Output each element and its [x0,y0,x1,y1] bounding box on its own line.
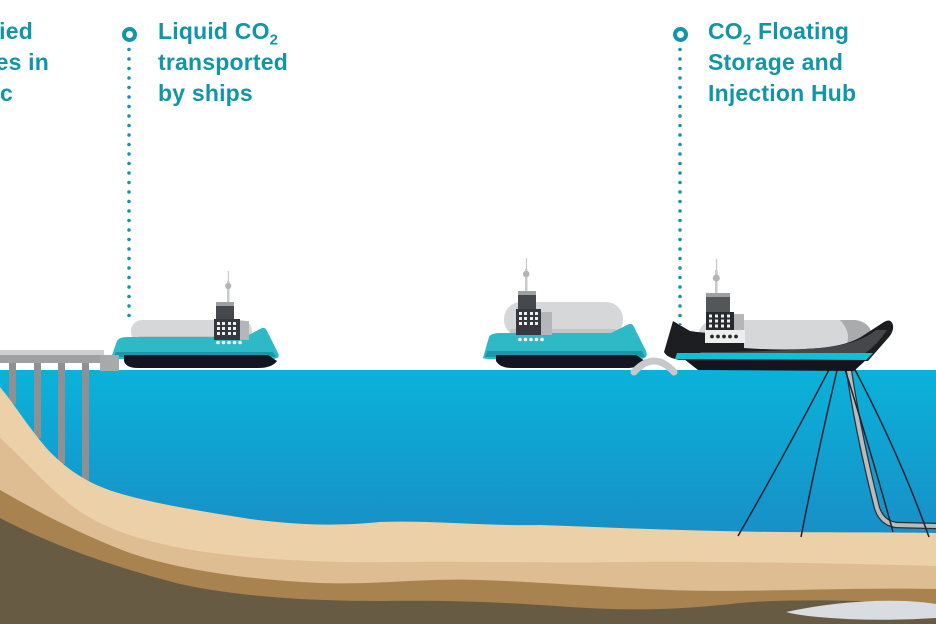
seabed [0,387,936,624]
hub-label-line2: Storage and [708,49,844,75]
antenna-icon [227,271,229,282]
shipping-label-line1: Liquid CO2 [158,18,279,49]
waterline-stripe [675,353,873,361]
source-label-line2: es in [0,49,49,75]
funnel [216,306,234,320]
antenna-icon [715,259,718,271]
bridge-superstructure [516,258,552,342]
mast-icon [227,281,230,307]
floating-storage-injection-hub [664,259,894,371]
hull-sheen [700,330,887,357]
label-marker-shipping [122,27,137,42]
porthole-dots [216,340,242,345]
keel [124,355,277,368]
jetty-pillars [9,360,89,484]
source-label: ied es in c [0,16,60,109]
antenna-icon [525,258,527,270]
bridge-side-block [541,312,552,335]
jetty-deck [0,355,104,363]
funnel-cap [518,291,536,296]
seabed-layer-4 [0,518,936,624]
co2-subscript: 2 [742,31,752,49]
co2-subscript: 2 [269,31,279,49]
shipping-label: Liquid CO2 transported by ships [158,16,288,109]
riser-pipe [844,363,936,530]
seabed-layer-3 [0,490,936,624]
loading-arm [100,355,119,371]
jetty [0,350,104,363]
bridge-superstructure [705,259,745,343]
funnel [706,297,730,312]
radar-ball-icon [522,270,530,278]
label-marker-hub [673,27,688,42]
source-label-line1: ied [0,18,33,44]
mooring-lines [737,363,930,538]
shuttle-carrier-ship [483,258,647,368]
dotted-connector-hub [678,47,682,325]
bridge-windows [217,322,236,335]
bridge-windows [709,314,730,328]
hull [483,323,647,359]
porthole-dots [518,337,544,342]
jetty-deck-top [0,350,104,355]
keel [496,355,645,368]
shipping-label-line2: transported [158,49,288,75]
carrier-ship-at-jetty [111,271,279,368]
hub-label-line1: CO2 Floating [708,18,850,49]
funnel-cap [216,302,234,307]
co2-reservoir [786,600,936,620]
source-label-line3: c [0,80,13,106]
bridge-side-block [734,314,744,330]
mast-icon [715,270,718,298]
bridge-superstructure [214,271,249,345]
bridge-side-block [240,321,249,340]
porthole-dots [710,334,738,339]
hub-label-line3: Injection Hub [708,80,857,106]
keel [684,359,866,371]
mast-icon [525,269,528,296]
hull [111,327,279,359]
funnel [518,295,536,309]
bridge-windows [519,312,538,325]
funnel-cap [706,293,730,298]
radar-ball-icon [225,282,232,290]
dotted-connector-shipping [127,47,131,318]
transfer-hose [630,357,678,376]
shipping-label-line3: by ships [158,80,253,106]
hub-label: CO2 Floating Storage and Injection Hub [708,16,856,109]
radar-ball-icon [712,274,720,282]
